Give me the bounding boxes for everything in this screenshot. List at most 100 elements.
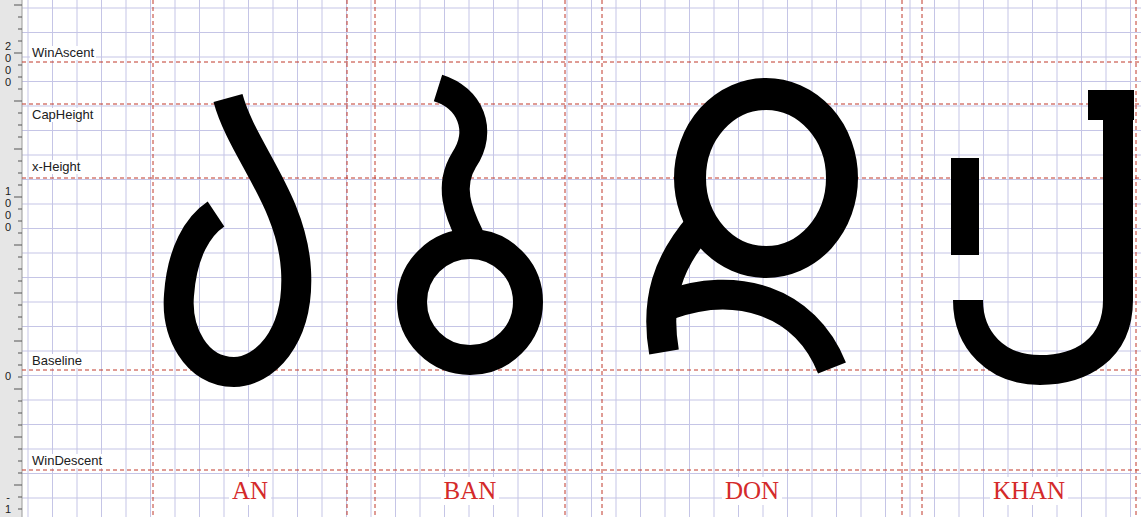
grid-line (591, 0, 592, 517)
grid-line (248, 0, 249, 517)
grid-line (22, 449, 1141, 450)
glyph-name: BAN (441, 477, 500, 505)
ruler-ticks (14, 5, 22, 517)
ruler-tick (18, 173, 22, 174)
grid-line (1081, 0, 1082, 517)
glyph-bound (902, 0, 903, 517)
grid-line (910, 0, 911, 517)
ruler-tick (18, 137, 22, 138)
ruler-tick (14, 5, 22, 6)
grid-line (934, 0, 935, 517)
ruler-tick (18, 329, 22, 330)
grid-line (22, 130, 1141, 131)
ruler-tick (18, 125, 22, 126)
glyph-ban (412, 88, 528, 360)
grid-line (983, 0, 984, 517)
grid-line (22, 32, 1141, 33)
glyph-bound (347, 0, 348, 517)
glyph-bound (1136, 0, 1137, 517)
ruler-tick (18, 317, 22, 318)
grid-line (959, 0, 960, 517)
grid-line (1032, 0, 1033, 517)
ruler-tick (18, 29, 22, 30)
ruler-tick (18, 305, 22, 306)
ruler-tick (18, 17, 22, 18)
ruler (0, 0, 22, 517)
ruler-tick (18, 65, 22, 66)
ruler-tick (18, 161, 22, 162)
metric-label: WinDescent (30, 454, 104, 468)
ruler-number: 2000 (5, 40, 11, 88)
baseline-line (22, 370, 1141, 371)
grid-line (836, 0, 837, 517)
glyph-khan (965, 92, 1134, 370)
glyph-name: KHAN (990, 477, 1068, 505)
metric-label: CapHeight (30, 108, 95, 122)
ruler-tick (18, 77, 22, 78)
grid-line (126, 0, 127, 517)
ruler-edge (22, 0, 23, 517)
ruler-tick (18, 89, 22, 90)
ruler-tick (14, 341, 22, 342)
ruler-tick (14, 197, 22, 198)
grid-line (395, 0, 396, 517)
grid-line (861, 0, 862, 517)
metric-label: WinAscent (30, 46, 96, 60)
ruler-tick (18, 41, 22, 42)
grid-line (22, 424, 1141, 425)
glyph-name: DON (722, 477, 782, 505)
windescent-line (22, 470, 1141, 471)
metric-label: Baseline (30, 354, 84, 368)
grid-line (885, 0, 886, 517)
ruler-tick (18, 425, 22, 426)
ruler-tick (18, 353, 22, 354)
grid-line (22, 81, 1141, 82)
grid-line (616, 0, 617, 517)
grid-line (322, 0, 323, 517)
capheight-line (22, 104, 1141, 105)
ruler-tick (18, 185, 22, 186)
grid-line (224, 0, 225, 517)
glyph-bound (602, 0, 603, 517)
ruler-tick (14, 149, 22, 150)
grid-line (22, 155, 1141, 156)
grid (22, 0, 1141, 517)
ruler-tick (14, 437, 22, 438)
ruler-number: -1 (5, 491, 11, 515)
glyph-an (179, 98, 297, 372)
glyphs (179, 88, 1134, 372)
ruler-tick (14, 101, 22, 102)
ruler-number: 0 (5, 370, 11, 382)
ruler-tick (18, 473, 22, 474)
grid-line (22, 473, 1141, 474)
ruler-tick (18, 221, 22, 222)
ruler-tick (18, 497, 22, 498)
grid-line (542, 0, 543, 517)
grid-line (567, 0, 568, 517)
ruler-number: 1000 (5, 185, 11, 233)
ruler-tick (18, 401, 22, 402)
grid-line (640, 0, 641, 517)
grid-line (1057, 0, 1058, 517)
metric-lines (22, 0, 1141, 517)
ruler-tick (14, 293, 22, 294)
ruler-tick (14, 245, 22, 246)
ruler-tick (18, 269, 22, 270)
grid-line (22, 498, 1141, 499)
grid-line (22, 106, 1141, 107)
glyph-bound (565, 0, 566, 517)
glyph-don (661, 94, 842, 368)
grid-line (22, 57, 1141, 58)
grid-line (273, 0, 274, 517)
ruler-tick (18, 233, 22, 234)
ruler-tick (18, 377, 22, 378)
ruler-tick (18, 365, 22, 366)
glyph-bound (375, 0, 376, 517)
grid-line (371, 0, 372, 517)
grid-line (22, 400, 1141, 401)
grid-line (1008, 0, 1009, 517)
ruler-tick (18, 509, 22, 510)
ruler-tick (18, 449, 22, 450)
